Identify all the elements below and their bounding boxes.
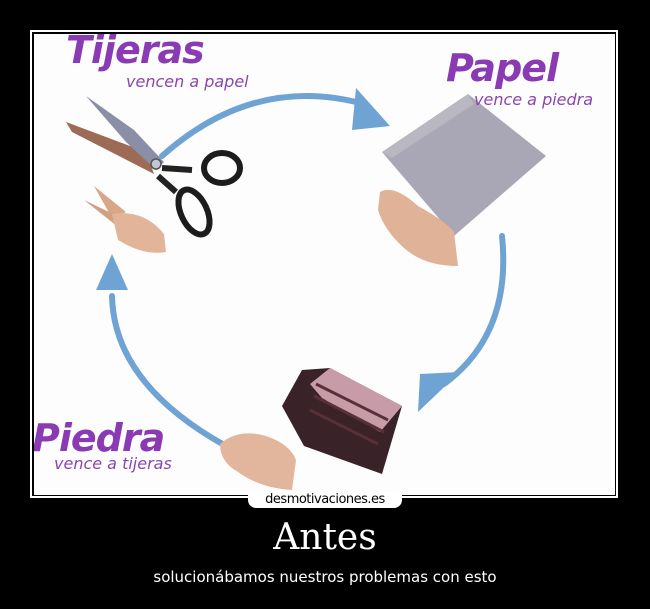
label-piedra-subtitle: vence a tijeras bbox=[54, 454, 172, 473]
hand-rock-icon bbox=[220, 433, 296, 490]
rock-icon bbox=[282, 368, 402, 474]
label-papel-subtitle: vence a piedra bbox=[474, 90, 594, 109]
poster-title: Antes bbox=[273, 517, 377, 558]
hand-scissors-icon bbox=[84, 186, 166, 253]
scissors-icon bbox=[66, 96, 243, 238]
hand-paper-icon bbox=[378, 189, 458, 266]
cycle-diagram bbox=[66, 88, 546, 490]
arrow-tijeras-to-papel bbox=[159, 88, 390, 159]
poster-caption: solucionábamos nuestros problemas con es… bbox=[153, 568, 497, 586]
label-tijeras-title: Tijeras bbox=[66, 34, 205, 72]
label-papel-title: Papel bbox=[446, 46, 559, 90]
label-tijeras-subtitle: vencen a papel bbox=[126, 72, 249, 91]
arrow-papel-to-piedra bbox=[418, 233, 507, 412]
arrow-piedra-to-tijeras bbox=[96, 254, 229, 449]
paper-icon bbox=[382, 94, 546, 236]
poster-image: Tijeras vencen a papel Papel vence a pie… bbox=[34, 34, 615, 495]
label-piedra-title: Piedra bbox=[34, 416, 165, 460]
watermark-desmotivaciones: desmotivaciones.es bbox=[248, 492, 402, 508]
